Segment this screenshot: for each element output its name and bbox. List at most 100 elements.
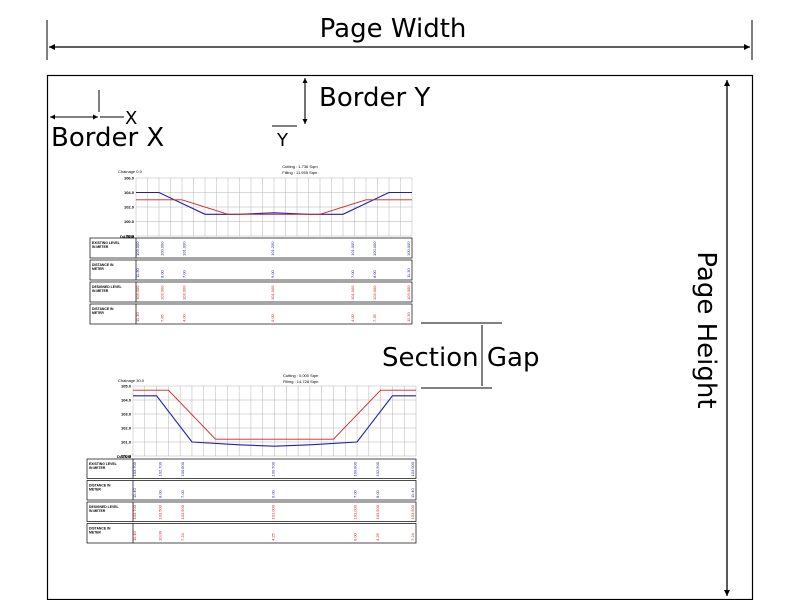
- y-tick-label: 100.0: [124, 219, 135, 224]
- table-value: 4.00: [182, 313, 187, 322]
- table-value: 103.000: [406, 285, 411, 300]
- row-label-line: METER: [92, 267, 104, 271]
- table-value: 8.00: [157, 489, 162, 498]
- row-label-line: DISTANCE IN: [89, 484, 111, 488]
- filling-area-label: Filling : 11.955 Sqm: [282, 170, 318, 175]
- table-value: 100.000: [372, 241, 377, 256]
- chainage-label: Chainage 0.0: [118, 169, 143, 174]
- table-value: 103.500: [157, 504, 162, 519]
- datum-label: DATUM: [120, 234, 135, 239]
- table-value: 103.000: [160, 285, 165, 300]
- table-value: 8.00: [375, 489, 380, 498]
- row-label-line: IN METER: [89, 509, 106, 513]
- y-tick-label: 102.0: [121, 426, 132, 431]
- table-value: 11.40: [410, 488, 415, 498]
- table-value: 11.30: [406, 268, 411, 278]
- table-value: 9.00: [270, 269, 275, 278]
- table-value: 103.500: [180, 504, 185, 519]
- table-value: 100.700: [271, 461, 276, 476]
- page-width-dimension: Page Width: [46, 14, 753, 60]
- table-value: 103.700: [132, 461, 137, 476]
- table-row: [89, 259, 413, 281]
- row-label-line: DISTANCE IN: [92, 307, 114, 311]
- table-value: 101.000: [271, 504, 276, 519]
- table-value: 7.00: [180, 489, 185, 498]
- table-value: 4.25: [271, 532, 276, 541]
- table-value: 7.85: [160, 313, 165, 322]
- row-label-line: METER: [89, 488, 101, 492]
- table-row: [89, 303, 413, 325]
- row-label-line: METER: [89, 531, 101, 535]
- table-value: 10.00: [157, 530, 162, 541]
- border-x-label: Border X: [51, 123, 164, 153]
- table-value: 11.40: [132, 488, 137, 498]
- border-y-dimension: Y Border Y: [272, 78, 430, 151]
- page-frame: [46, 74, 754, 600]
- cutting-area-label: Cutting : 1.736 Sqm: [282, 164, 318, 169]
- table-value: 103.500: [410, 504, 415, 519]
- designed-level-line: [136, 199, 412, 215]
- table-row: [89, 281, 413, 303]
- datum-label: DATUM: [117, 454, 132, 459]
- section-gap-label: Section Gap: [382, 343, 539, 373]
- row-label-line: DESIGNED LEVEL: [89, 505, 119, 509]
- row-label-line: IN METER: [89, 466, 106, 470]
- table-value: 102.700: [157, 461, 162, 476]
- y-tick-label: 102.0: [124, 205, 135, 210]
- row-label-line: EXISTING LEVEL: [89, 462, 117, 466]
- y-mark: Y: [276, 130, 289, 151]
- table-value: 103.000: [135, 241, 140, 256]
- table-value: 102.500: [375, 461, 380, 476]
- designed-level-line: [133, 389, 416, 440]
- table-value: 11.30: [406, 312, 411, 322]
- table-value: 7.00: [182, 269, 187, 278]
- cutting-area-label: Cutting : 0.000 Sqm: [283, 373, 319, 378]
- table-value: 0.00: [271, 489, 276, 498]
- table-value: 7.35: [372, 313, 377, 322]
- row-label-line: EXISTING LEVEL: [92, 241, 120, 245]
- table-value: 7.00: [350, 269, 355, 278]
- page-height-dimension: Page Height: [691, 80, 730, 596]
- chainage-label: Chainage 30.0: [118, 378, 145, 383]
- table-value: 103.000: [135, 285, 140, 300]
- table-row: [89, 237, 413, 259]
- page-width-label: Page Width: [320, 14, 467, 44]
- border-y-label: Border Y: [319, 83, 430, 113]
- border-x-dimension: X Border X: [50, 90, 164, 153]
- table-value: 100.800: [353, 461, 358, 476]
- table-value: 101.000: [350, 285, 355, 300]
- section-gap-dimension: Section Gap: [382, 322, 539, 389]
- table-value: 101.000: [353, 504, 358, 519]
- table-value: 11.30: [135, 312, 140, 322]
- table-value: 100.000: [406, 241, 411, 256]
- table-row: [86, 480, 417, 501]
- table-row: [86, 523, 417, 544]
- row-label-line: IN METER: [92, 289, 109, 293]
- y-tick-label: 100.0: [121, 454, 132, 459]
- y-tick-label: 106.0: [124, 176, 135, 181]
- table-value: 7.24: [410, 532, 415, 541]
- table-row: [86, 501, 417, 522]
- table-value: 11.30: [135, 268, 140, 278]
- table-value: 101.000: [182, 241, 187, 256]
- row-label-line: IN METER: [92, 245, 109, 249]
- table-value: 101.200: [270, 241, 275, 256]
- page-height-label: Page Height: [691, 251, 721, 408]
- row-label-line: DESIGNED LEVEL: [92, 285, 122, 289]
- y-tick-label: 105.0: [121, 384, 132, 389]
- table-value: 7.00: [353, 489, 358, 498]
- x-mark: X: [125, 108, 137, 129]
- filling-area-label: Filling : 14.728 Sqm: [283, 379, 319, 384]
- existing-ground-line: [133, 395, 416, 447]
- table-value: 8.00: [372, 269, 377, 278]
- table-value: 8.00: [160, 269, 165, 278]
- y-tick-label: 103.0: [121, 412, 132, 417]
- table-value: 0.00: [353, 532, 358, 541]
- table-value: 11.40: [132, 531, 137, 541]
